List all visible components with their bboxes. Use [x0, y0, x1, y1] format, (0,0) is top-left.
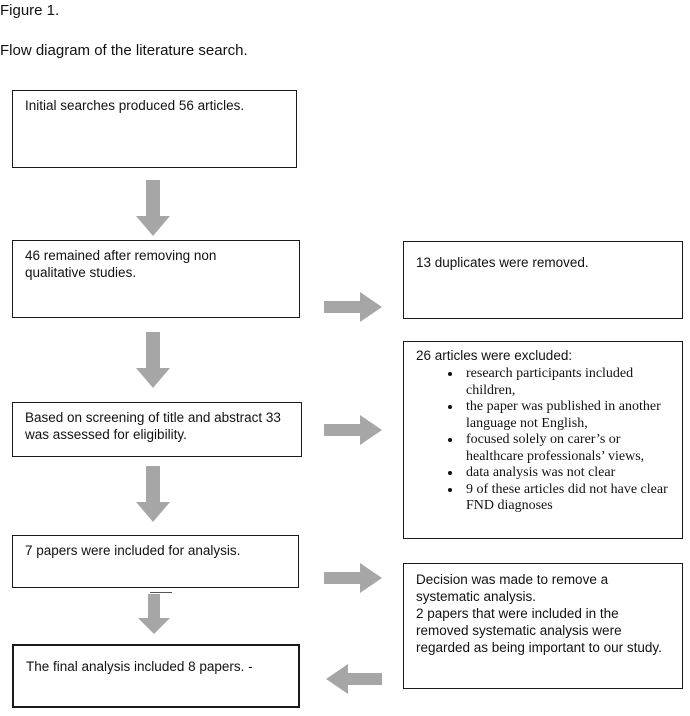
exclusion-criteria-list: research participants included children,…: [416, 366, 674, 515]
remained-box: 46 remained after removing non qualitati…: [12, 240, 300, 318]
exclusion-item: focused solely on carer’s or healthcare …: [462, 432, 674, 465]
exclusion-item: data analysis was not clear: [462, 465, 674, 482]
remained-text: 46 remained after removing non qualitati…: [25, 248, 217, 280]
screening-box: Based on screening of title and abstract…: [12, 402, 302, 457]
excluded-title: 26 articles were excluded:: [416, 348, 573, 363]
right-arrow-icon: [324, 292, 382, 322]
exclusion-item: the paper was published in another langu…: [462, 399, 674, 432]
decision-box: Decision was made to remove a systematic…: [403, 563, 683, 689]
exclusion-item: 9 of these articles did not have clear F…: [462, 482, 674, 515]
down-arrow-icon: [136, 332, 170, 388]
final-analysis-box: The final analysis included 8 papers. -: [12, 644, 300, 708]
excluded-box: 26 articles were excluded: research part…: [403, 341, 683, 539]
right-arrow-icon: [324, 563, 382, 593]
initial-search-box: Initial searches produced 56 articles.: [12, 90, 297, 168]
duplicates-text: 13 duplicates were removed.: [416, 255, 589, 270]
duplicates-box: 13 duplicates were removed.: [403, 241, 683, 319]
included-box: 7 papers were included for analysis.: [12, 535, 299, 588]
final-analysis-text: The final analysis included 8 papers. -: [26, 659, 253, 674]
included-text: 7 papers were included for analysis.: [25, 543, 241, 558]
left-arrow-icon: [326, 664, 382, 694]
screening-text: Based on screening of title and abstract…: [25, 410, 281, 442]
figure-label: Figure 1.: [0, 2, 60, 19]
divider-line: [150, 592, 172, 593]
down-arrow-icon: [138, 594, 170, 634]
down-arrow-icon: [136, 180, 170, 236]
decision-text-1: Decision was made to remove a systematic…: [416, 572, 609, 604]
decision-text-2: 2 papers that were included in the remov…: [416, 606, 662, 655]
initial-search-text: Initial searches produced 56 articles.: [25, 98, 245, 113]
figure-title: Flow diagram of the literature search.: [0, 42, 248, 59]
right-arrow-icon: [324, 415, 382, 445]
down-arrow-icon: [136, 466, 170, 522]
exclusion-item: research participants included children,: [462, 366, 674, 399]
